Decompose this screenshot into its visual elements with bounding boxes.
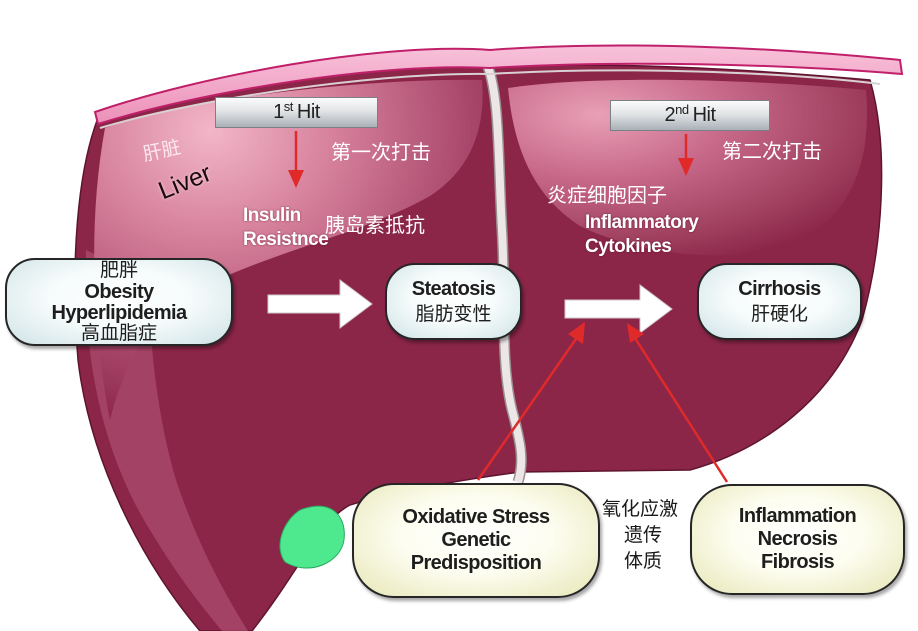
- insulin-cn-label: 胰岛素抵抗: [325, 215, 425, 237]
- gallbladder: [279, 505, 345, 569]
- oxidative-arrow-head: [568, 322, 585, 344]
- first-hit-word: Hit: [296, 101, 320, 123]
- obesity-en-line2: Hyperlipidemia: [51, 302, 188, 324]
- cytokines-label-line2: Cytokines: [585, 236, 672, 257]
- cirrhosis-cn: 肝硬化: [750, 303, 808, 325]
- flow-arrow-2: [564, 284, 673, 334]
- obesity-cn-top: 肥胖: [99, 260, 138, 281]
- membrane-inner-line: [99, 69, 881, 129]
- obesity-box: 肥胖 Obesity Hyperlipidemia 高血脂症: [5, 258, 233, 346]
- oxidative-cn-line1: 氧化应激: [602, 499, 679, 520]
- first-hit-sup: st: [283, 99, 294, 114]
- oxidative-line1: Oxidative Stress: [402, 506, 550, 528]
- left-lobe-highlight: [94, 79, 483, 420]
- flow-arrow-1: [267, 279, 373, 329]
- first-hit-num: 1: [273, 101, 284, 123]
- cytokines-cn-label: 炎症细胞因子: [547, 185, 667, 207]
- inflammation-box: Inflammation Necrosis Fibrosis: [690, 484, 905, 595]
- inflammation-line3: Fibrosis: [761, 551, 835, 573]
- steatosis-cn: 脂肪变性: [415, 303, 492, 325]
- oxidative-line3: Predisposition: [410, 552, 542, 574]
- first-hit-cn-label: 第一次打击: [331, 142, 431, 164]
- insulin-label-line1: Insulin: [243, 205, 301, 226]
- second-hit-num: 2: [664, 104, 676, 126]
- hit1-arrow-head: [288, 170, 304, 188]
- inflammation-arrow-head: [627, 323, 644, 343]
- oxidative-stress-box: Oxidative Stress Genetic Predisposition: [352, 483, 600, 598]
- liver-membrane: [93, 44, 904, 126]
- second-hit-word: Hit: [692, 104, 716, 126]
- steatosis-en: Steatosis: [411, 277, 496, 300]
- inflammation-line1: Inflammation: [738, 505, 857, 527]
- cytokines-label-line1: Inflammatory: [585, 212, 699, 233]
- oxidative-cn-line3: 体质: [624, 551, 663, 572]
- oxidative-arrow-line: [476, 335, 580, 481]
- insulin-label-line2: Resistnce: [243, 229, 329, 250]
- cirrhosis-en: Cirrhosis: [738, 277, 821, 300]
- inflammation-arrow-line: [633, 337, 729, 483]
- second-hit-sup: nd: [675, 102, 689, 117]
- oxidative-cn-line2: 遗传: [624, 525, 663, 546]
- inflammation-line2: Necrosis: [757, 528, 838, 550]
- oxidative-line2: Genetic: [441, 529, 511, 551]
- steatosis-box: Steatosis 脂肪变性: [385, 263, 522, 340]
- cirrhosis-box: Cirrhosis 肝硬化: [697, 263, 862, 340]
- hit2-arrow-head: [678, 158, 694, 176]
- obesity-cn-bottom: 高血脂症: [80, 323, 157, 344]
- obesity-en-line1: Obesity: [84, 281, 154, 303]
- second-hit-cn-label: 第二次打击: [722, 141, 822, 163]
